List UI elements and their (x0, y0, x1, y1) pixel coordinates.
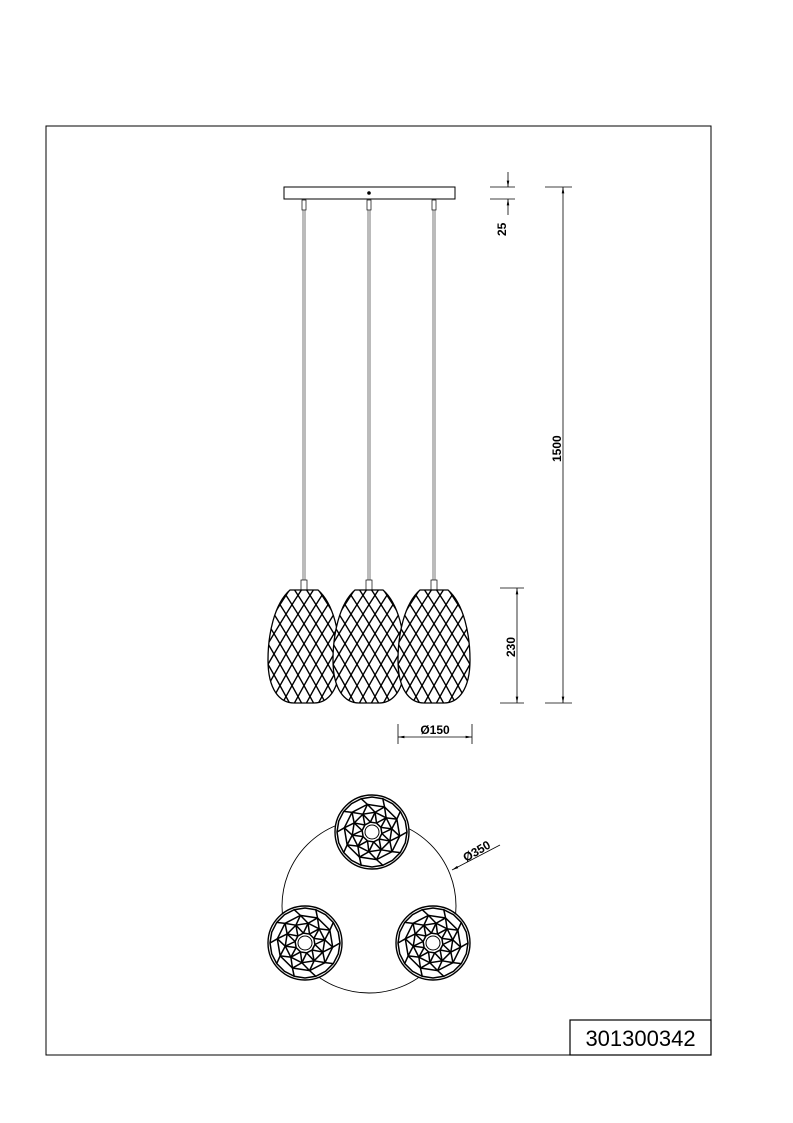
pendant-shade (397, 199, 471, 704)
dimension-shade-diameter (397, 724, 473, 744)
model-number: 301300342 (585, 1026, 695, 1051)
dimension-shade-height (500, 587, 524, 704)
dimension-canopy-height (490, 172, 515, 215)
shade-top-view (267, 905, 343, 981)
pendant-shade (332, 199, 406, 704)
dimension-label-150: Ø150 (420, 723, 450, 737)
dimension-layout-diameter (451, 844, 501, 871)
dimension-label-1500: 1500 (550, 435, 564, 462)
lamp-socket (300, 579, 308, 591)
top-view-shades (267, 794, 471, 981)
rod-connector (366, 199, 372, 211)
drawing-border (45, 125, 712, 1056)
shade-top-view (395, 905, 471, 981)
lamp-socket (365, 579, 373, 591)
dimension-label-350: Ø350 (461, 838, 494, 865)
dimension-label-230: 230 (504, 637, 518, 657)
lamp-socket (430, 579, 438, 591)
rod-connector (301, 199, 307, 211)
dimension-label-25: 25 (495, 222, 509, 236)
rod-connector (431, 199, 437, 211)
shade-top-view (334, 794, 410, 870)
canopy-screw (367, 191, 371, 195)
model-number-box (569, 1019, 712, 1056)
dimension-total-height (545, 186, 572, 704)
